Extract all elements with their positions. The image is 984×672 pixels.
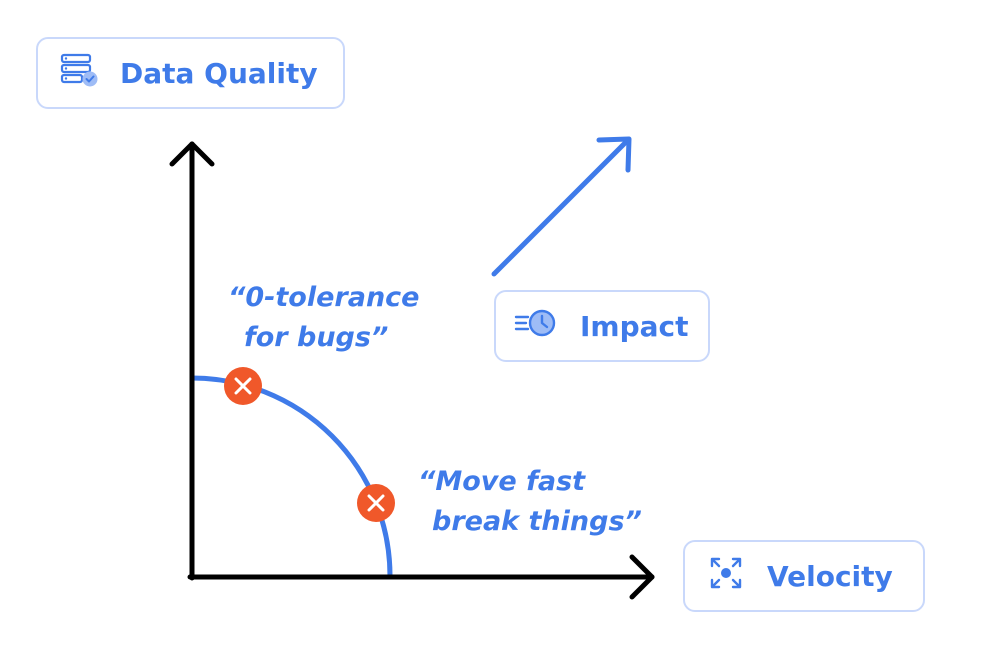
x-marker-move-fast — [357, 484, 395, 522]
velocity-text: Velocity — [767, 559, 893, 593]
quote-move-fast-line2: break things” — [432, 506, 642, 537]
x-axis — [187, 554, 655, 600]
impact-arrow — [491, 136, 632, 277]
speed-clock-icon — [514, 306, 558, 347]
quote-zero-tolerance-line2: for bugs” — [244, 322, 389, 353]
velocity-label: Velocity — [683, 540, 925, 612]
tradeoff-curve — [191, 375, 393, 577]
quote-zero-tolerance-line1: “0-tolerance — [228, 282, 420, 313]
data-quality-text: Data Quality — [120, 56, 318, 90]
data-quality-label: Data Quality — [36, 37, 345, 109]
impact-text: Impact — [580, 309, 689, 343]
x-marker-zero-tolerance — [224, 367, 262, 405]
quote-move-fast: “Move fast break things” — [418, 462, 642, 542]
impact-label: Impact — [494, 290, 710, 362]
quote-zero-tolerance: “0-tolerance for bugs” — [228, 278, 419, 358]
focus-target-icon — [709, 556, 743, 597]
y-axis — [169, 141, 215, 581]
database-check-icon — [60, 53, 100, 94]
quote-move-fast-line1: “Move fast — [418, 466, 586, 497]
